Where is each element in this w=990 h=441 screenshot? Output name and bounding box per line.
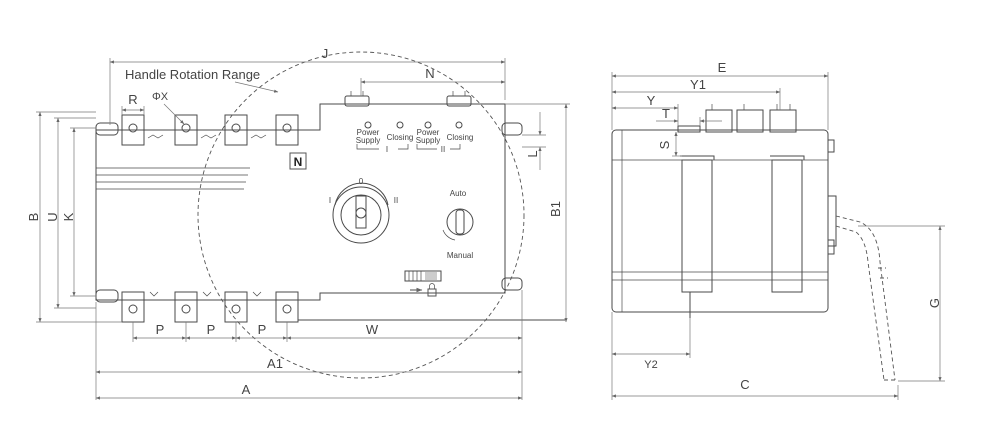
handle-zero-label: 0	[359, 177, 364, 186]
dim-Y1: Y1	[690, 77, 706, 92]
side-dimensions: E Y1 Y T S Y2 G	[611, 60, 945, 400]
operating-handle: 0 I II	[329, 177, 398, 244]
dim-E: E	[718, 60, 727, 75]
dim-P1: P	[156, 322, 165, 337]
neutral-badge-box	[289, 152, 307, 170]
dim-R: R	[128, 92, 137, 107]
padlock-icon	[427, 288, 437, 297]
dim-Y2: Y2	[644, 359, 657, 371]
handle-rotation-label: Handle Rotation Range	[125, 67, 260, 82]
dim-B1: B1	[548, 201, 563, 217]
dim-U: U	[45, 212, 60, 221]
dim-L: L	[525, 150, 540, 157]
handle-rotation-circle	[197, 51, 525, 379]
dim-A1: A1	[267, 356, 283, 371]
mode-manual-label: Manual	[447, 251, 473, 260]
position-2-label: II	[441, 145, 445, 154]
dim-C: C	[740, 377, 749, 392]
dim-N: N	[425, 66, 434, 81]
mode-auto-label: Auto	[450, 189, 467, 198]
dim-W: W	[366, 322, 379, 337]
top-terminals	[121, 114, 299, 146]
dim-phiX: ΦX	[152, 91, 169, 103]
dim-B: B	[26, 213, 41, 222]
bottom-terminals	[121, 291, 299, 323]
handle-two-label: II	[394, 196, 398, 205]
closing-2-label: Closing	[447, 133, 474, 142]
dim-S: S	[657, 140, 672, 149]
dim-G: G	[927, 298, 942, 308]
front-dimensions: J Handle Rotation Range N R ΦX B U	[26, 46, 570, 400]
dim-P3: P	[258, 322, 267, 337]
dim-Y: Y	[647, 93, 656, 108]
dim-K: K	[61, 212, 76, 221]
dim-A: A	[242, 382, 251, 397]
mode-selector: Auto Manual	[442, 189, 474, 260]
dim-P2: P	[207, 322, 216, 337]
closing-1-label: Closing	[387, 133, 414, 142]
dim-T: T	[662, 106, 670, 121]
neutral-badge: N	[294, 155, 303, 169]
handle-one-label: I	[329, 196, 331, 205]
position-1-label: I	[386, 145, 388, 154]
dim-J: J	[322, 46, 329, 61]
side-view: E Y1 Y T S Y2 G	[611, 60, 945, 400]
